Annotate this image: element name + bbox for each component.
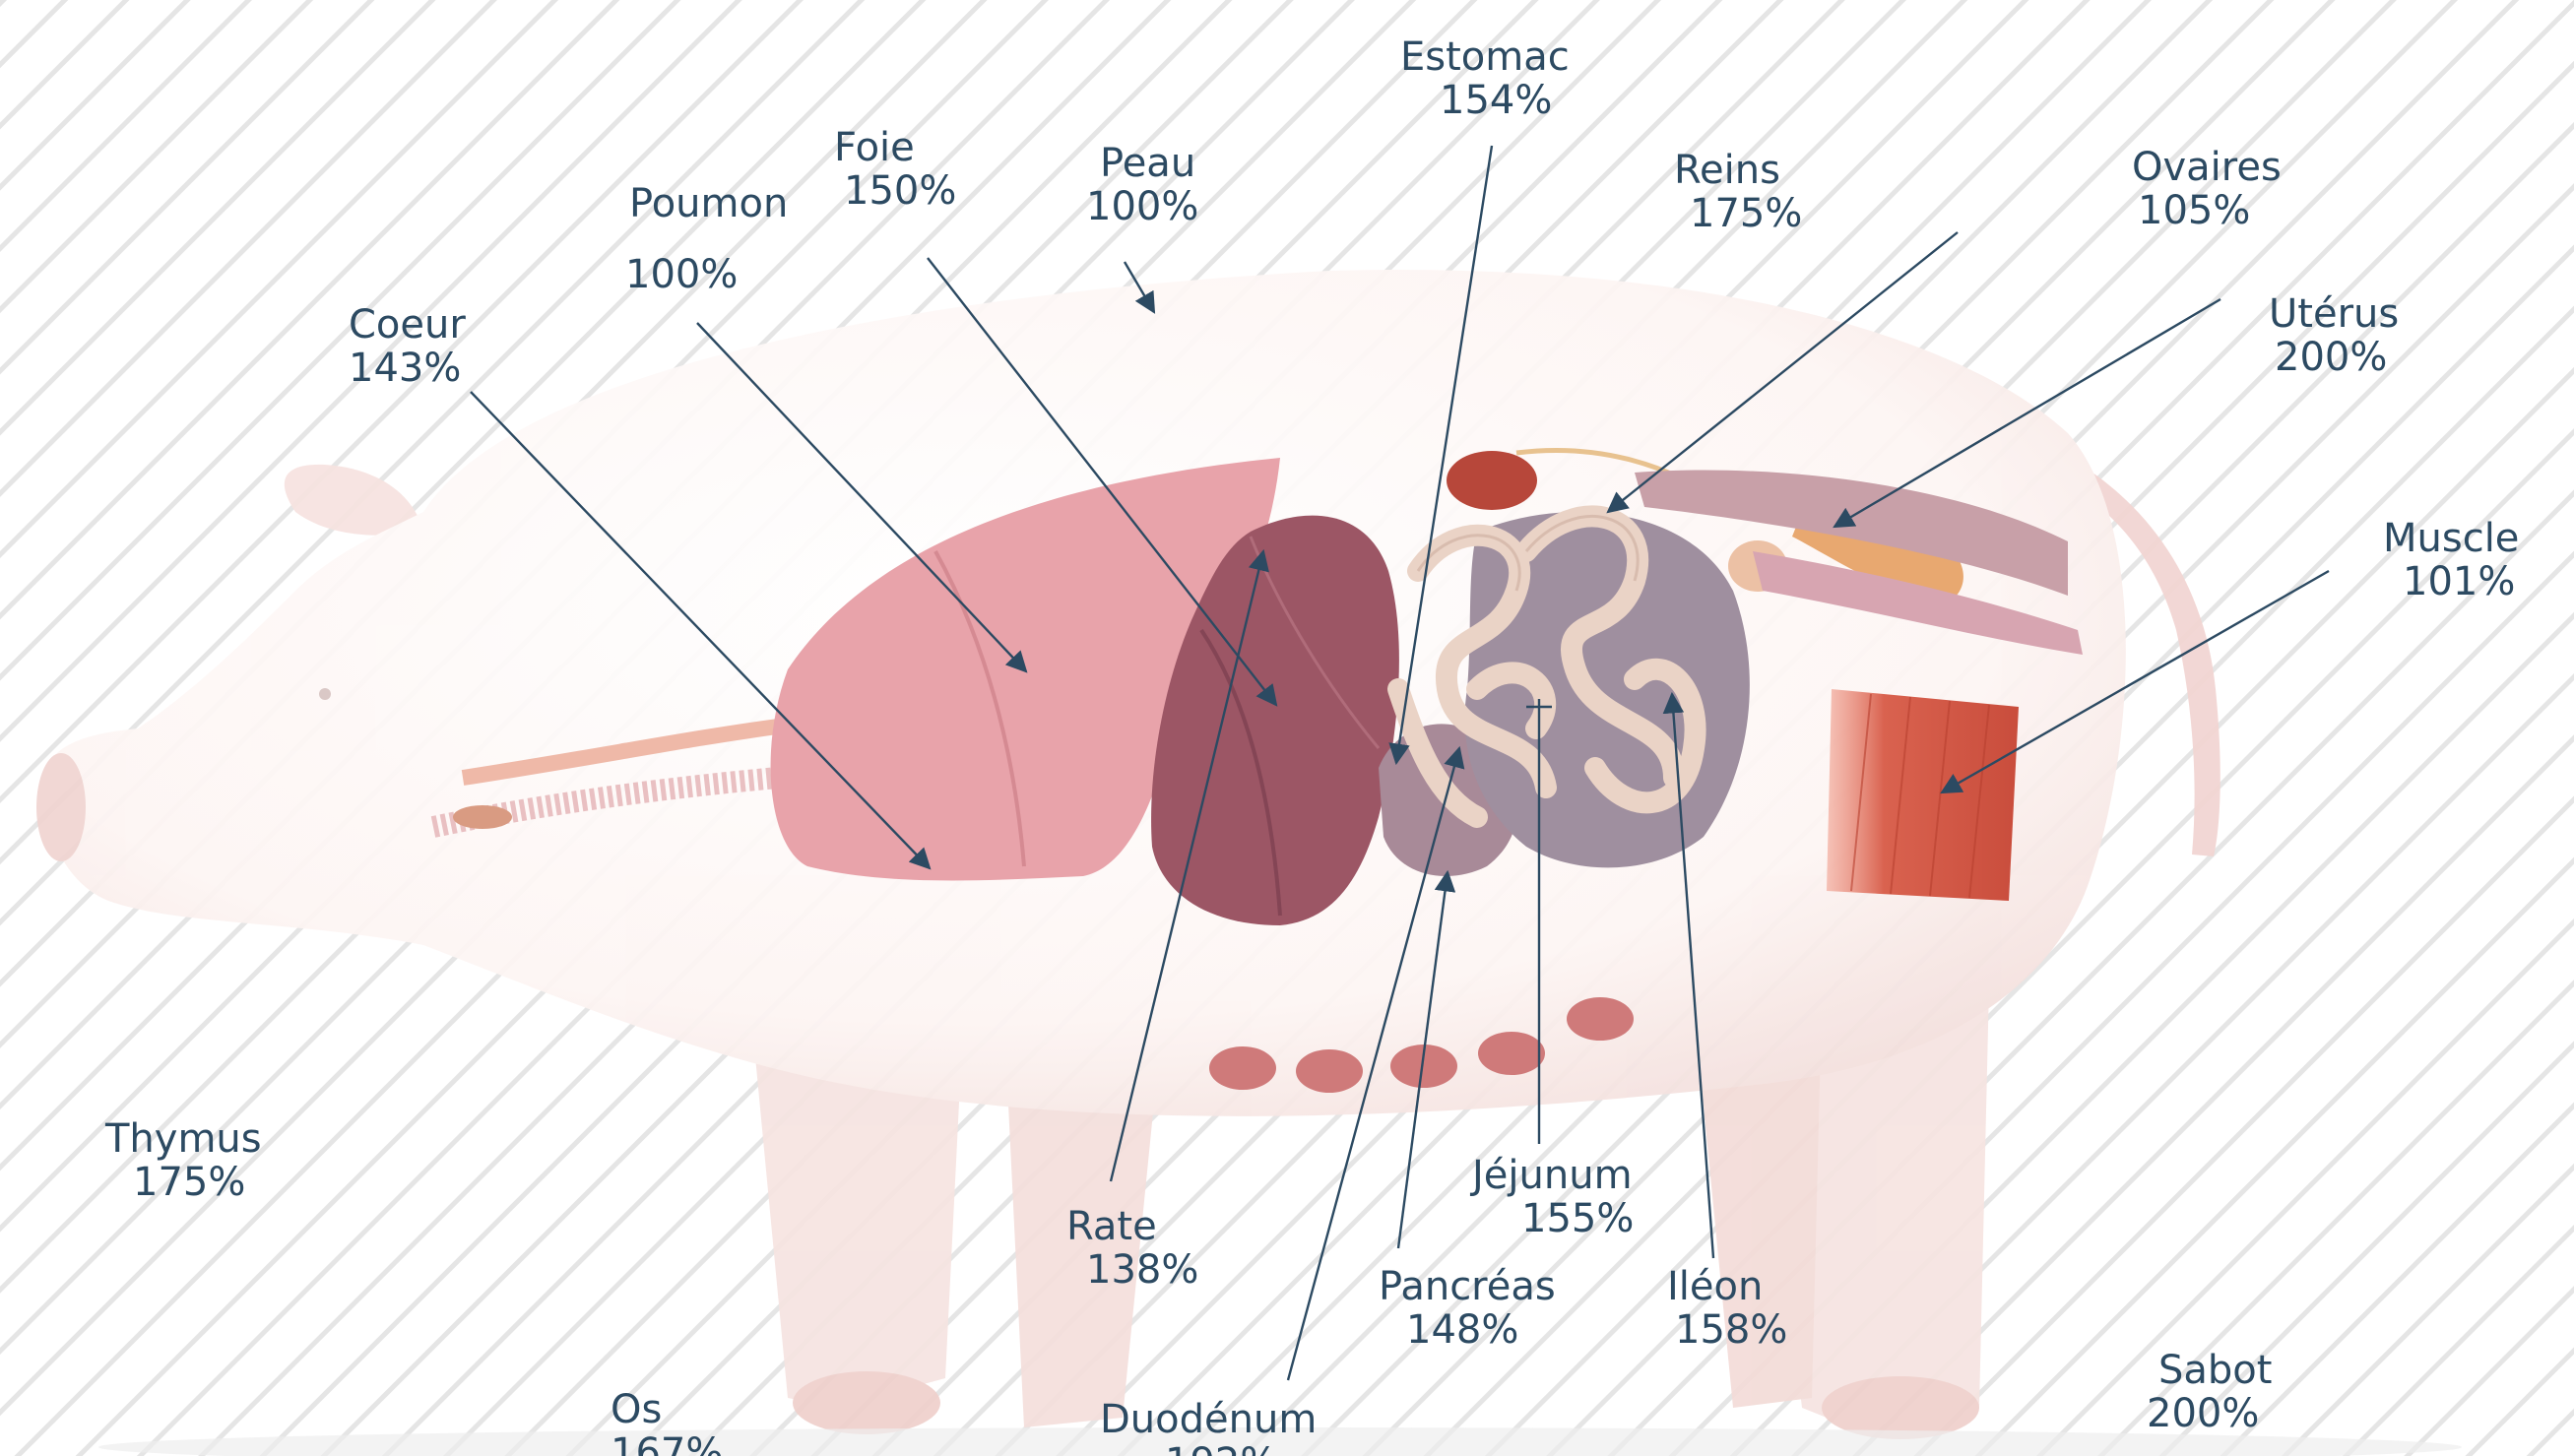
muscle-sample	[1827, 689, 2019, 901]
label-thymus: Thymus 175%	[105, 1117, 262, 1204]
label-sabot-name: Sabot	[2147, 1349, 2272, 1392]
label-peau: Peau 100%	[1086, 142, 1198, 228]
label-coeur-name: Coeur	[349, 303, 466, 347]
label-foie-name: Foie	[834, 126, 956, 169]
label-poumon-value: 100%	[625, 253, 788, 296]
label-estomac-value: 154%	[1400, 79, 1570, 122]
label-peau-value: 100%	[1086, 185, 1198, 228]
label-jejunum-name: Jéjunum	[1472, 1154, 1634, 1197]
label-foie-value: 150%	[834, 169, 956, 213]
label-uterus-value: 200%	[2269, 336, 2399, 379]
label-uterus-name: Utérus	[2269, 292, 2399, 336]
label-pancreas: Pancréas 148%	[1379, 1265, 1556, 1352]
label-estomac: Estomac 154%	[1400, 35, 1570, 122]
label-coeur-value: 143%	[349, 347, 466, 390]
label-thymus-value: 175%	[105, 1161, 262, 1204]
label-uterus: Utérus 200%	[2269, 292, 2399, 379]
label-ovaires: Ovaires 105%	[2132, 146, 2282, 232]
label-reins-value: 175%	[1674, 192, 1802, 235]
label-muscle-name: Muscle	[2383, 517, 2519, 560]
label-sabot: Sabot 200%	[2147, 1349, 2272, 1435]
label-jejunum-value: 155%	[1472, 1197, 1634, 1240]
label-os-name: Os	[611, 1388, 723, 1431]
label-sabot-value: 200%	[2147, 1392, 2272, 1435]
label-thymus-name: Thymus	[105, 1117, 262, 1161]
label-ileon-value: 158%	[1667, 1308, 1787, 1352]
label-rate-value: 138%	[1066, 1248, 1198, 1292]
label-rate: Rate 138%	[1066, 1205, 1198, 1292]
label-poumon: Poumon 100%	[629, 182, 788, 296]
label-estomac-name: Estomac	[1400, 35, 1570, 79]
label-duodenum-value: 192%	[1100, 1441, 1317, 1456]
label-muscle: Muscle 101%	[2383, 517, 2519, 603]
label-reins-name: Reins	[1674, 149, 1802, 192]
label-muscle-value: 101%	[2383, 560, 2519, 603]
label-pancreas-value: 148%	[1379, 1308, 1556, 1352]
label-ovaires-value: 105%	[2132, 189, 2282, 232]
label-coeur: Coeur 143%	[349, 303, 466, 390]
label-pancreas-name: Pancréas	[1379, 1265, 1556, 1308]
label-jejunum: Jéjunum 155%	[1472, 1154, 1634, 1240]
label-ileon-name: Iléon	[1667, 1265, 1787, 1308]
label-duodenum-name: Duodénum	[1100, 1398, 1317, 1441]
label-ileon: Iléon 158%	[1667, 1265, 1787, 1352]
label-ovaires-name: Ovaires	[2132, 146, 2282, 189]
label-os: Os 167%	[611, 1388, 723, 1456]
label-peau-name: Peau	[1086, 142, 1198, 185]
label-rate-name: Rate	[1066, 1205, 1198, 1248]
label-os-value: 167%	[611, 1431, 723, 1456]
label-reins: Reins 175%	[1674, 149, 1802, 235]
label-poumon-name: Poumon	[629, 182, 788, 225]
label-foie: Foie 150%	[834, 126, 956, 213]
label-duodenum: Duodénum 192%	[1100, 1398, 1317, 1456]
